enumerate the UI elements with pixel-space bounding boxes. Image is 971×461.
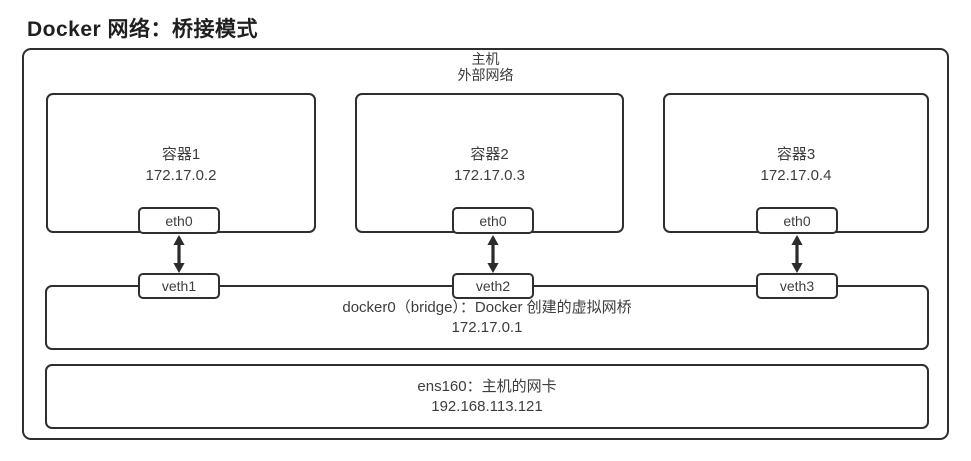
veth-port-box-2: veth2 xyxy=(452,273,534,299)
host-boundary-box: 主机 外部网络 容器1 172.17.0.2 容器2 172.17.0.3 容器… xyxy=(22,48,949,440)
host-label: 主机 xyxy=(471,51,500,67)
eth0-label: eth0 xyxy=(783,212,811,229)
double-arrow-icon xyxy=(173,235,185,273)
external-network-label: 外部网络 xyxy=(457,67,514,83)
eth0-label: eth0 xyxy=(165,212,193,229)
eth0-port-box-3: eth0 xyxy=(756,207,838,234)
bridge-ip: 172.17.0.1 xyxy=(451,318,523,336)
double-arrow-icon xyxy=(791,235,803,273)
eth0-port-box-1: eth0 xyxy=(138,207,220,234)
nic-ip: 192.168.113.121 xyxy=(431,397,543,415)
container-name: 容器1 xyxy=(161,146,201,163)
eth0-label: eth0 xyxy=(479,212,507,229)
container-ip: 172.17.0.4 xyxy=(760,167,832,184)
veth-port-box-3: veth3 xyxy=(756,273,838,299)
veth-label: veth1 xyxy=(161,278,197,294)
host-labels: 主机 外部网络 xyxy=(24,51,947,83)
veth-port-box-1: veth1 xyxy=(138,273,220,299)
page-title: Docker 网络：桥接模式 xyxy=(27,18,259,41)
eth0-port-box-2: eth0 xyxy=(452,207,534,234)
container-ip: 172.17.0.2 xyxy=(145,167,217,184)
bridge-label: docker0（bridge）：Docker 创建的虚拟网桥 xyxy=(342,298,632,316)
container-box-3: 容器3 172.17.0.4 xyxy=(663,93,929,233)
veth-label: veth3 xyxy=(779,278,815,294)
container-name: 容器2 xyxy=(470,146,509,163)
ens160-nic-box: ens160：主机的网卡 192.168.113.121 xyxy=(45,364,929,429)
veth-label: veth2 xyxy=(475,278,511,294)
container-box-2: 容器2 172.17.0.3 xyxy=(355,93,624,233)
nic-label: ens160：主机的网卡 xyxy=(417,377,557,395)
double-arrow-icon xyxy=(487,235,499,273)
container-name: 容器3 xyxy=(776,146,816,163)
container-ip: 172.17.0.3 xyxy=(454,167,525,184)
